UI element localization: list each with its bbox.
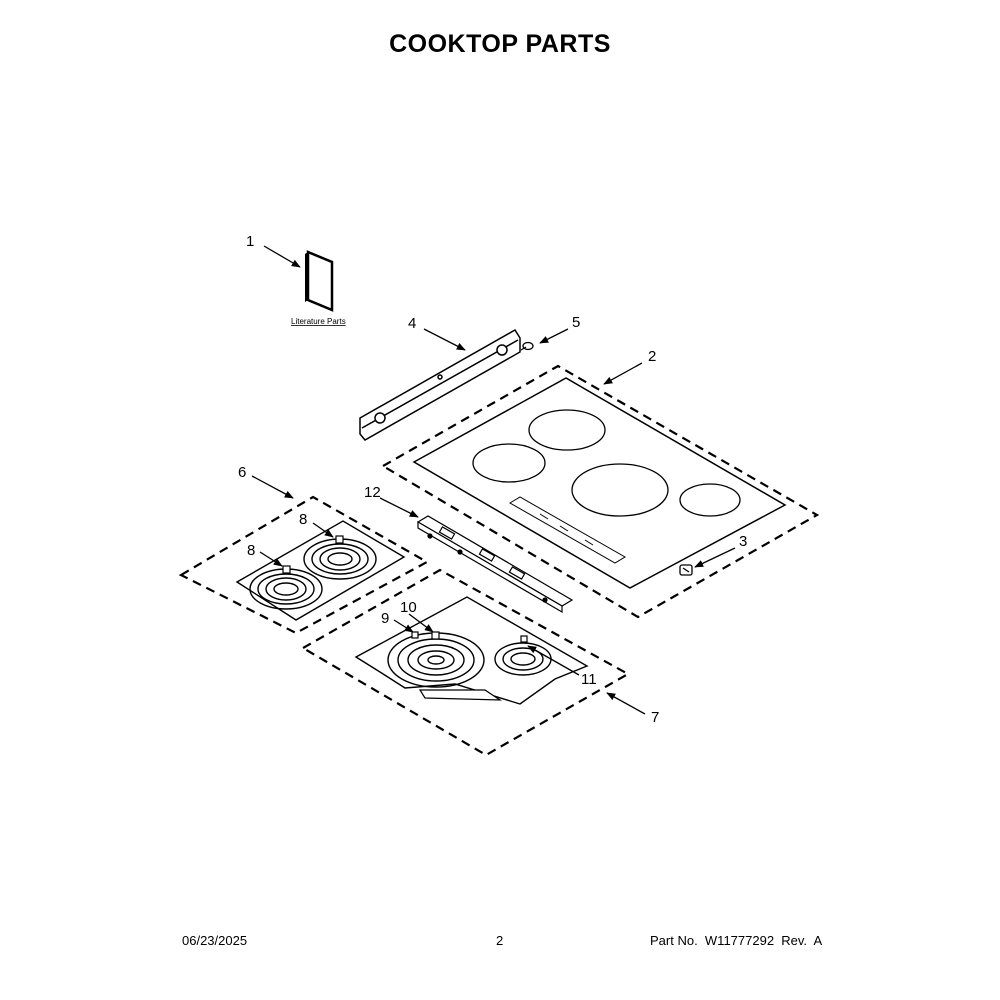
leader-arrows: [251, 245, 736, 715]
callout-2: 2: [648, 348, 656, 365]
glass-cooktop: [380, 364, 820, 619]
callout-7: 7: [651, 709, 659, 726]
callout-3: 3: [739, 533, 747, 550]
literature-booklet: Literature Parts: [291, 250, 346, 326]
callout-11: 11: [581, 671, 597, 688]
callout-12: 12: [364, 484, 381, 501]
footer-date: 06/23/2025: [182, 933, 248, 948]
page-title: COOKTOP PARTS: [389, 30, 611, 58]
footer-part-number: Part No. W11777292 Rev. A: [650, 933, 823, 948]
callout-10: 10: [400, 599, 417, 616]
callout-4: 4: [408, 315, 416, 332]
callout-6: 6: [238, 464, 246, 481]
callout-1: 1: [246, 233, 254, 250]
clip: [679, 564, 693, 576]
literature-parts-label: Literature Parts: [291, 317, 346, 326]
rear-bracket: [359, 328, 521, 441]
callout-8-upper: 8: [299, 511, 307, 528]
callout-8-lower: 8: [247, 542, 255, 559]
callout-5: 5: [572, 314, 580, 331]
footer-page-number: 2: [496, 933, 504, 948]
control-board: [416, 515, 574, 614]
right-element-assembly: [300, 568, 631, 757]
left-element-assembly: [178, 495, 430, 635]
screw: [520, 341, 534, 351]
callout-9: 9: [381, 610, 389, 627]
